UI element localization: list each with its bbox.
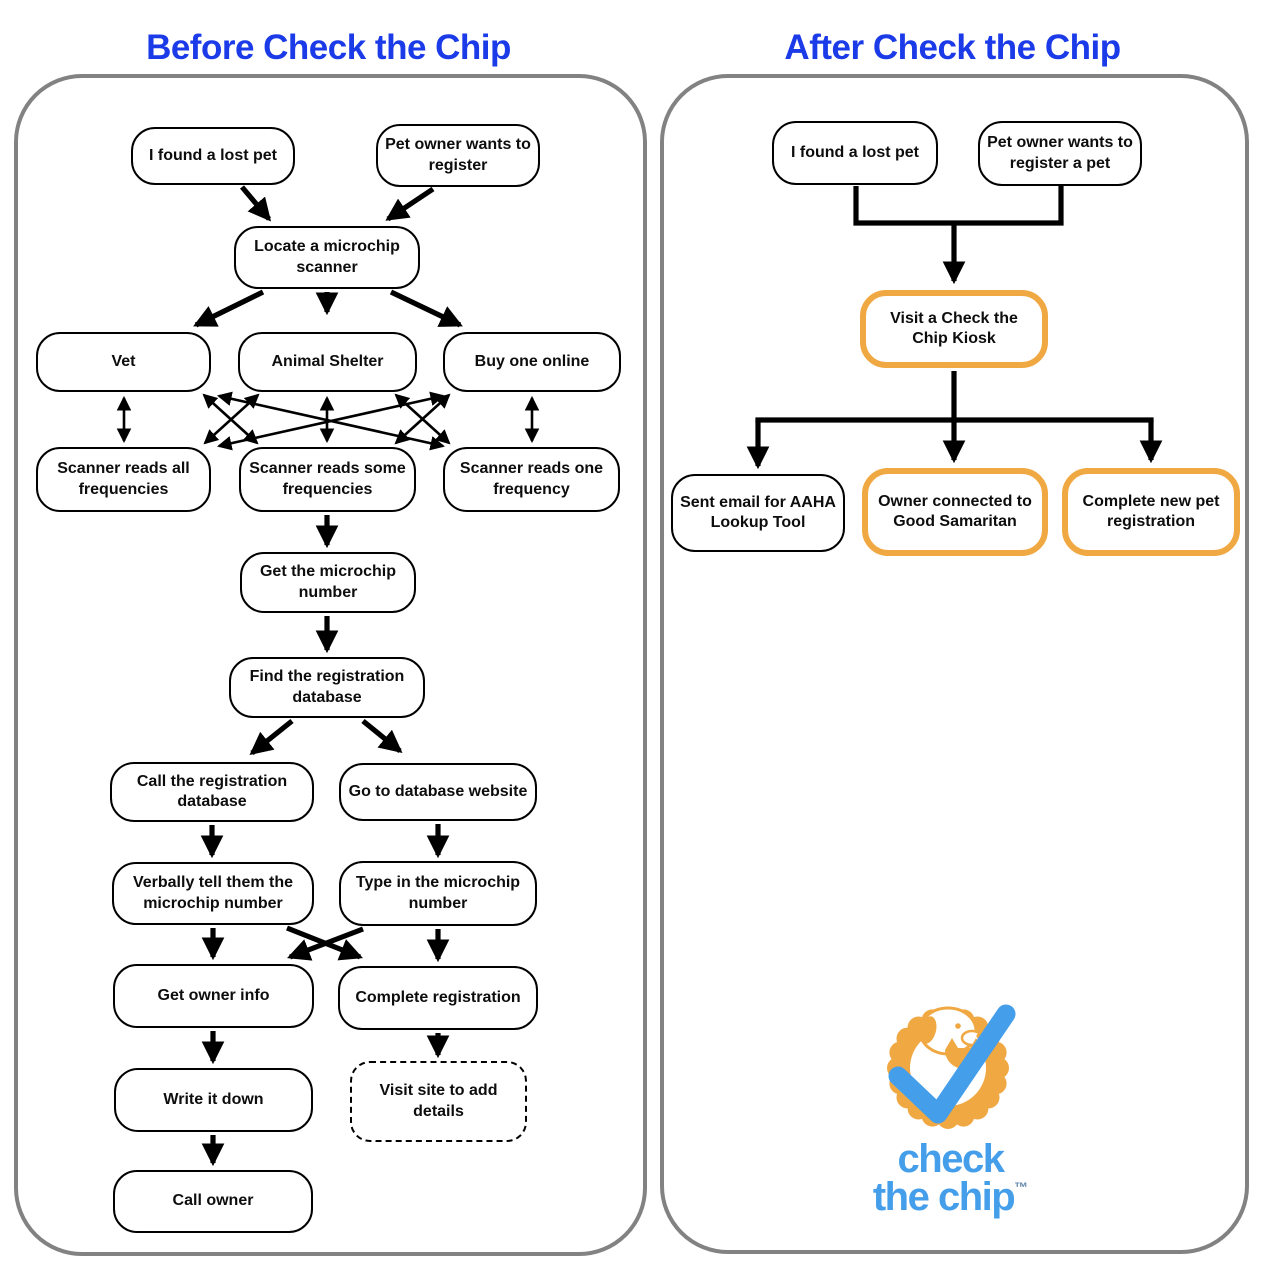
before-mesh-arrows [116,391,540,451]
node-visit-site: Visit site to add details [350,1061,527,1142]
node-type-number: Type in the microchip number [339,861,537,926]
after-connectors [746,186,1163,470]
node-good-samaritan: Owner connected to Good Samaritan [862,468,1048,556]
node-before-owner-register: Pet owner wants to register [376,124,540,187]
node-new-pet-registration: Complete new pet registration [1062,468,1240,556]
node-visit-kiosk: Visit a Check the Chip Kiosk [860,290,1048,368]
trademark-symbol: ™ [1014,1179,1029,1195]
check-the-chip-logo [887,1004,1016,1129]
node-before-found-pet: I found a lost pet [131,127,295,185]
dog-eye [955,1023,961,1029]
node-reads-one: Scanner reads one frequency [443,447,620,512]
node-find-database: Find the registration database [229,657,425,718]
node-reads-some: Scanner reads some frequencies [239,447,416,512]
logo-wordmark: check the chip™ [828,1137,1073,1219]
node-write-down: Write it down [114,1068,313,1132]
node-locate-scanner: Locate a microchip scanner [234,226,420,289]
node-animal-shelter: Animal Shelter [238,332,417,392]
dog-ear [919,1016,937,1044]
logo-line1: check [897,1137,1005,1181]
before-title: Before Check the Chip [146,28,511,67]
node-get-number: Get the microchip number [240,552,416,613]
node-get-owner-info: Get owner info [113,964,314,1028]
node-go-website: Go to database website [339,763,537,821]
node-buy-online: Buy one online [443,332,621,392]
after-title: After Check the Chip [784,28,1121,67]
node-complete-registration: Complete registration [338,966,538,1030]
node-verbally-tell: Verbally tell them the microchip number [112,862,314,925]
blue-checkmark [888,1004,1016,1124]
node-vet: Vet [36,332,211,392]
node-reads-all: Scanner reads all frequencies [36,447,211,512]
before-flow-arrows [193,185,463,1167]
node-call-owner: Call owner [113,1170,313,1233]
node-after-owner-register: Pet owner wants to register a pet [978,121,1142,186]
logo-line2: the chip™ [872,1175,1029,1219]
node-call-database: Call the registration database [110,762,314,822]
node-aaha-email: Sent email for AAHA Lookup Tool [671,474,845,552]
node-after-found-pet: I found a lost pet [772,121,938,185]
